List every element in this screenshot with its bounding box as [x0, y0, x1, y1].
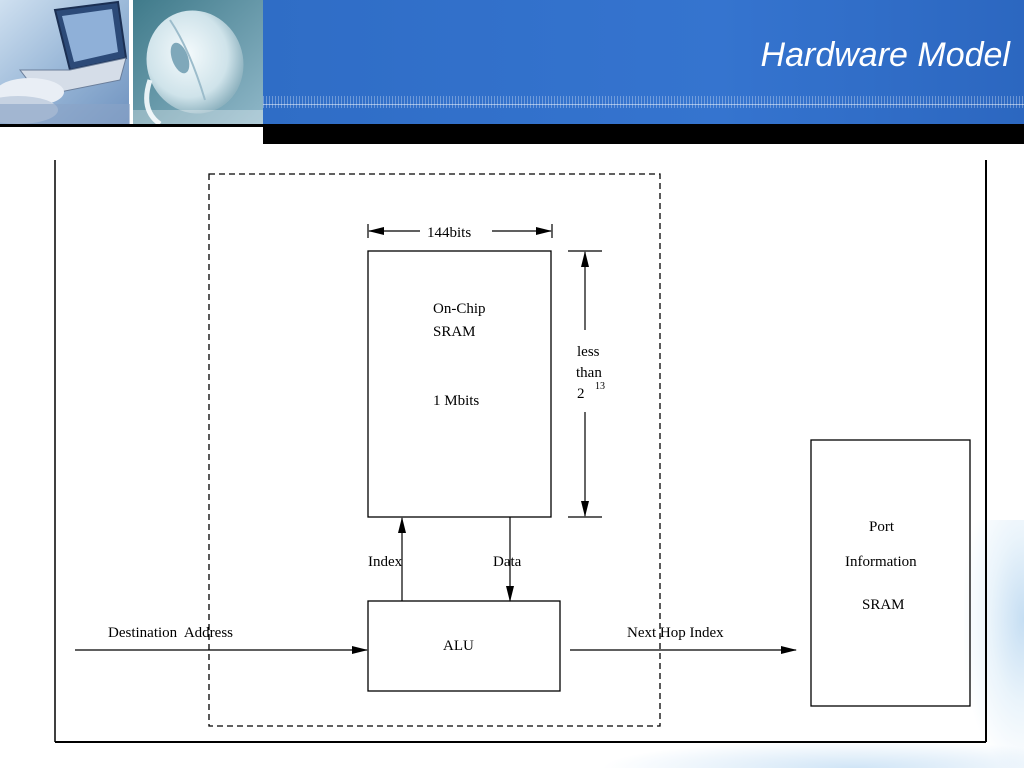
next-hop-index-label: Next Hop Index [627, 625, 724, 641]
slide-header: Hardware Model [0, 0, 1024, 144]
header-band [263, 0, 1024, 124]
width-dimension [367, 224, 553, 238]
sram-title-line1: On-Chip [433, 301, 486, 317]
slide-title: Hardware Model [760, 36, 1010, 74]
sram-title-line2: SRAM [433, 324, 476, 340]
width-label: 144bits [427, 225, 471, 241]
port-information-sram-box [810, 439, 971, 707]
destination-address-label: Destination Address [108, 625, 233, 641]
height-label-line1: less [577, 344, 600, 360]
on-chip-sram-box [367, 250, 552, 518]
height-dimension [568, 250, 602, 518]
port-label-line3: SRAM [862, 597, 905, 613]
header-photo [0, 0, 263, 124]
alu-label: ALU [443, 638, 474, 654]
height-label-base: 2 [577, 386, 585, 402]
chip-boundary [208, 173, 661, 727]
header-dotted-line [263, 96, 1024, 108]
port-label-line1: Port [869, 519, 895, 535]
decorative-swirl-right [964, 520, 1024, 768]
laptop-mouse-photo-icon [0, 0, 263, 124]
data-label: Data [493, 554, 522, 570]
header-photo-underline [0, 124, 263, 127]
sram-size-label: 1 Mbits [433, 393, 479, 409]
figure-frame [54, 160, 987, 743]
alu-box [367, 600, 561, 692]
decorative-swirl-bottom [600, 740, 1024, 768]
header-thin-line [263, 104, 1024, 105]
index-label: Index [368, 554, 403, 570]
height-label-line2: than [576, 365, 602, 381]
port-label-line2: Information [845, 554, 917, 570]
header-black-bar [263, 124, 1024, 144]
height-label-exponent: 13 [595, 381, 605, 392]
